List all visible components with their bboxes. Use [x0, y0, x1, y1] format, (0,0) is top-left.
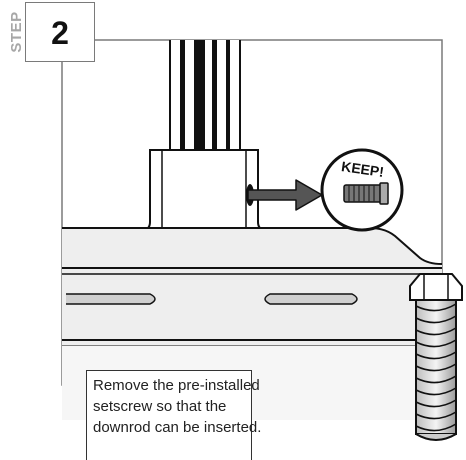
remove-arrow — [247, 179, 323, 211]
instruction-caption: Remove the pre-installed setscrew so tha… — [86, 370, 262, 460]
downrod — [169, 40, 241, 150]
step-number-box: 2 — [25, 2, 95, 62]
caption-line: Remove the pre-installed — [93, 377, 260, 394]
magnified-callout: KEEP! — [320, 148, 404, 232]
caption-line: setscrew so that the — [93, 398, 227, 415]
setscrew-icon — [343, 182, 389, 205]
step-label: STEP — [8, 11, 25, 53]
keep-label: KEEP! — [340, 158, 385, 180]
caption-line: downrod can be inserted. — [93, 419, 262, 436]
mounting-bolt — [409, 273, 463, 441]
step-number: 2 — [51, 15, 69, 51]
